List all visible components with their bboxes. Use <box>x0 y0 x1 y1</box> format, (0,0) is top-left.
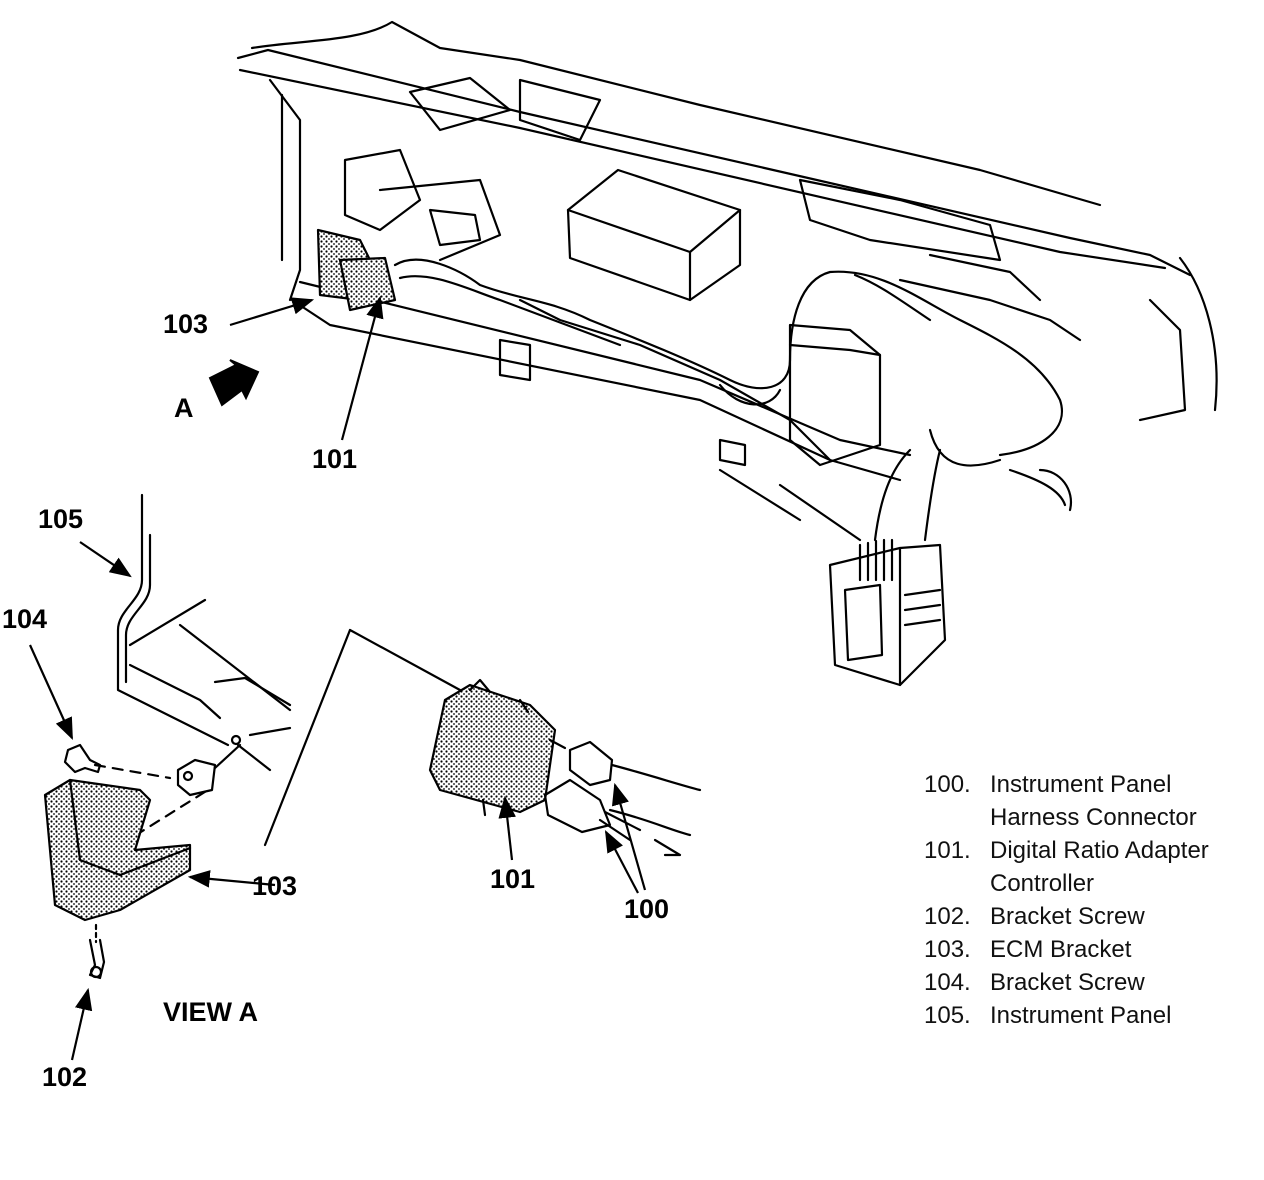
legend-label: Bracket Screw <box>990 903 1145 930</box>
legend-item: 104. Bracket Screw <box>924 966 1209 999</box>
callout-leaders-main <box>229 295 384 441</box>
controller-detail-illustration <box>263 628 702 857</box>
callout-leaders-detail <box>498 782 647 894</box>
view-a-direction-arrow <box>208 359 260 407</box>
callout-105: 105 <box>38 504 84 534</box>
legend-label: Instrument Panel <box>990 771 1172 798</box>
legend-item: 102. Bracket Screw <box>924 900 1209 933</box>
view-a-title: VIEW A <box>163 997 259 1027</box>
legend-item: 101. Digital Ratio Adapter <box>924 834 1209 867</box>
legend-item: 103. ECM Bracket <box>924 933 1209 966</box>
legend-number: 104. <box>924 969 971 996</box>
view-arrow-letter: A <box>174 393 194 423</box>
legend-number: 101. <box>924 837 971 864</box>
legend-item: 105. Instrument Panel <box>924 999 1209 1032</box>
legend-label: ECM Bracket <box>990 936 1132 963</box>
callout-101-detail: 101 <box>490 864 536 894</box>
callout-102: 102 <box>42 1062 88 1092</box>
dash-assembly-illustration <box>236 20 1218 687</box>
legend-label: Bracket Screw <box>990 969 1145 996</box>
parts-legend: 100. Instrument Panel Harness Connector … <box>924 768 1209 1032</box>
view-a-illustration <box>43 493 292 980</box>
legend-label: Instrument Panel <box>990 1002 1172 1029</box>
callout-100-detail: 100 <box>624 894 670 924</box>
callout-101-main: 101 <box>312 444 358 474</box>
legend-item: 100. Instrument Panel <box>924 768 1209 801</box>
legend-label: Digital Ratio Adapter <box>990 837 1209 864</box>
legend-number: 102. <box>924 903 971 930</box>
callout-leaders-view-a <box>28 541 276 1061</box>
legend-number: 105. <box>924 1002 971 1029</box>
callout-103-view-a: 103 <box>252 871 298 901</box>
callout-103-main: 103 <box>163 309 209 339</box>
legend-label-continued: Controller <box>990 870 1095 897</box>
legend-number: 100. <box>924 771 971 798</box>
callout-104: 104 <box>2 604 48 634</box>
legend-number: 103. <box>924 936 971 963</box>
legend-label-continued: Harness Connector <box>990 804 1197 831</box>
